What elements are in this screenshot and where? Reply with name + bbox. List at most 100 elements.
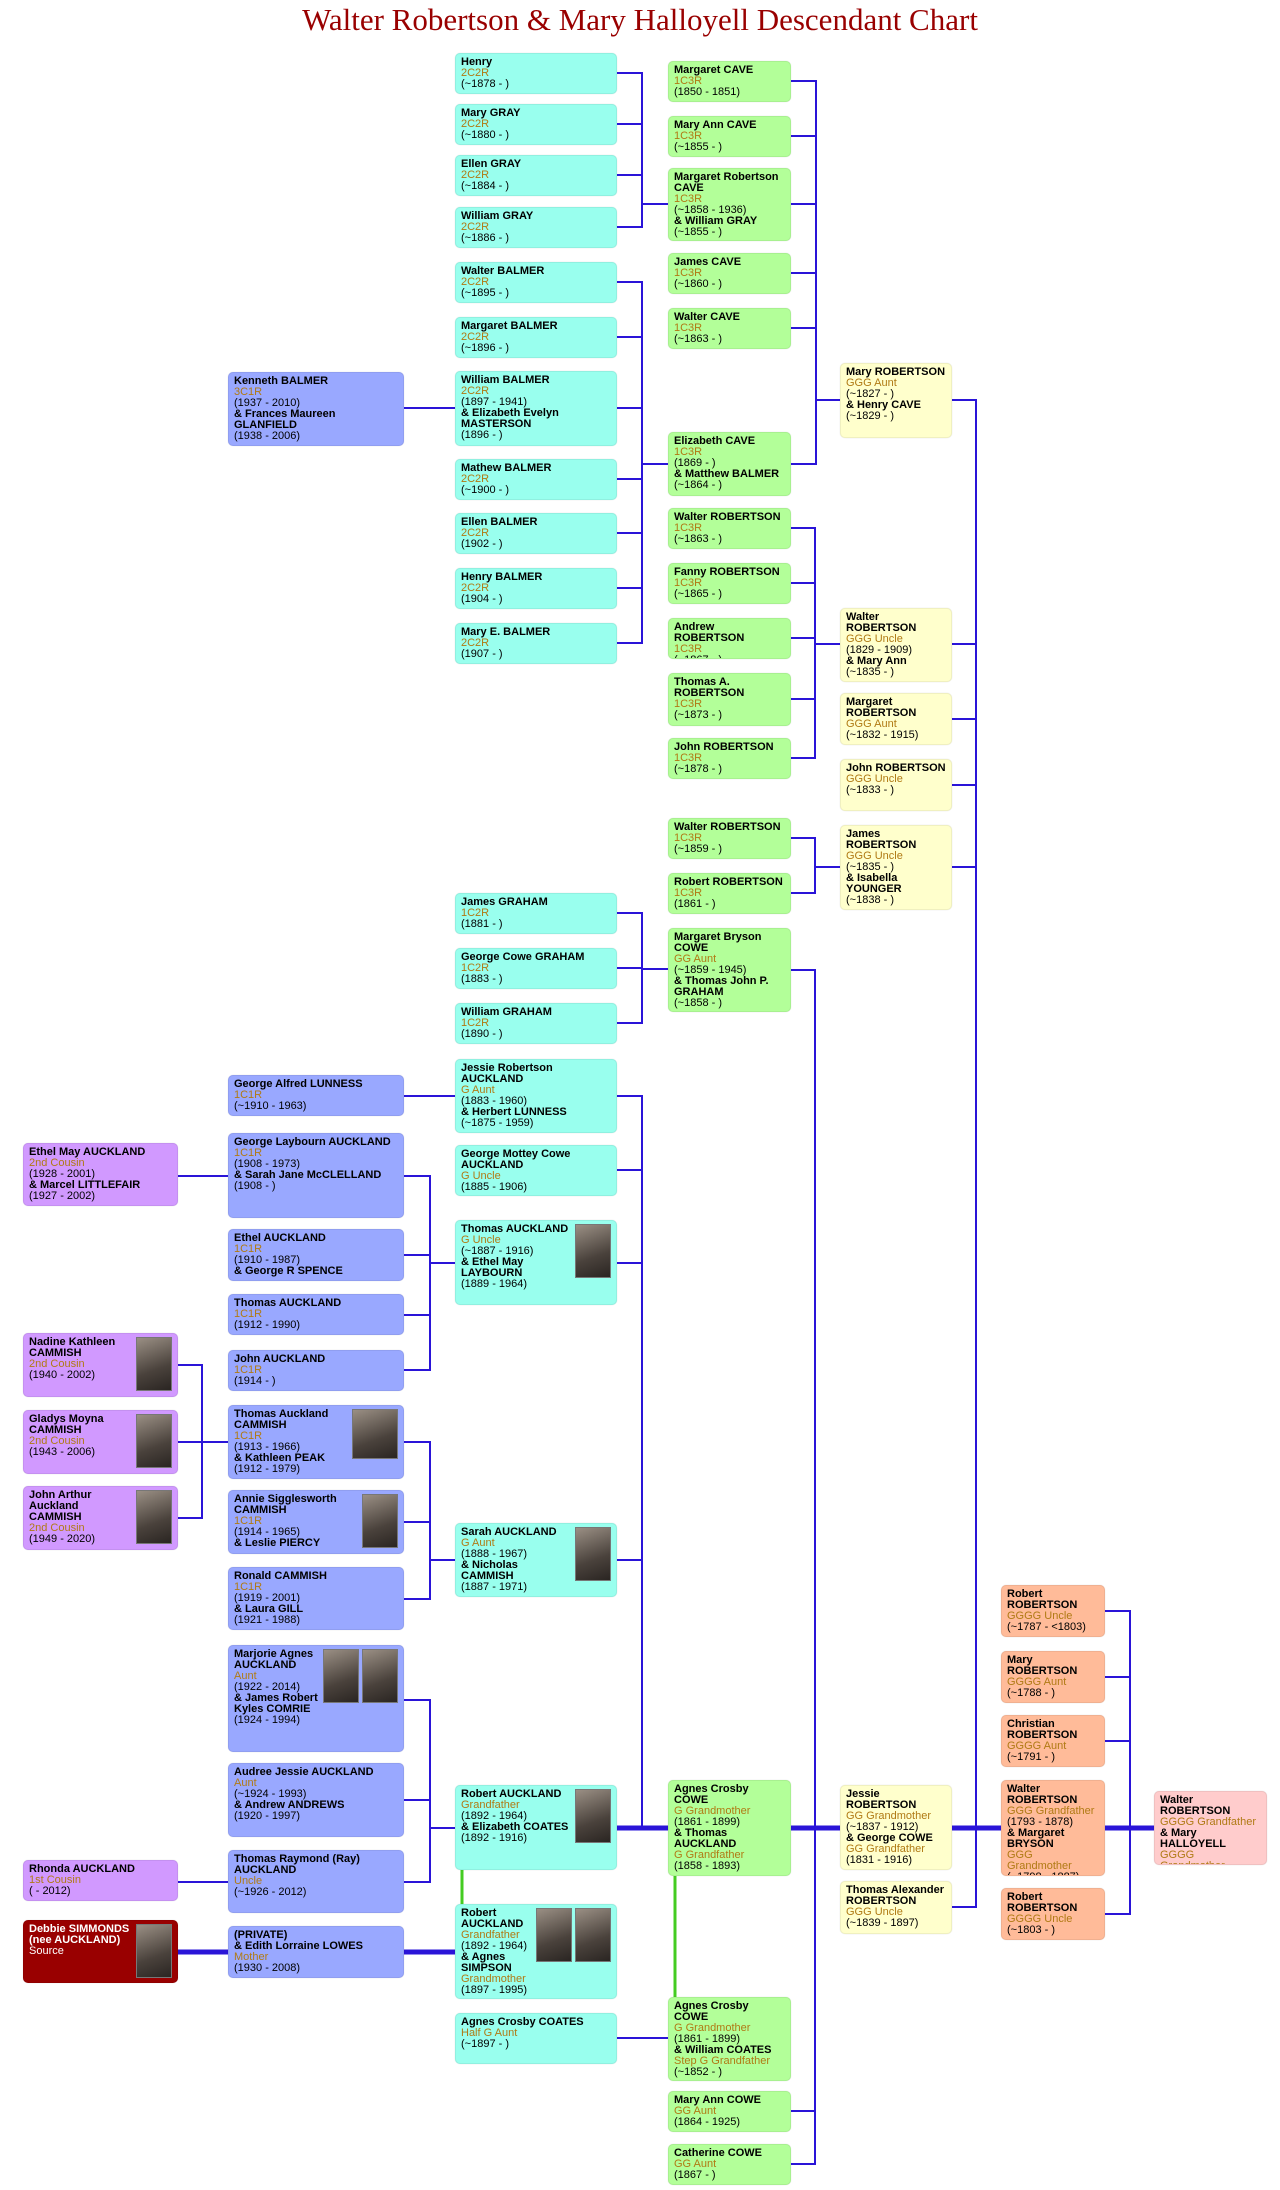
spouse-dates: (~1875 - 1959) — [461, 1117, 534, 1129]
person-name: George Laybourn AUCKLAND — [234, 1136, 391, 1148]
person-name: Catherine COWE — [674, 2147, 763, 2159]
spouse-dates: (1831 - 1916) — [846, 1854, 913, 1866]
spouse-name: & Isabella YOUNGER — [846, 872, 902, 895]
relationship-label: 1C3R — [674, 643, 703, 655]
relationship-label: 1C3R — [674, 887, 703, 899]
relationship-label: G Grandmother — [674, 1805, 751, 1817]
life-dates: (1914 - 1965) — [234, 1526, 301, 1538]
spouse-name: & Thomas AUCKLAND — [674, 1827, 737, 1850]
spouse-name: & Thomas John P. GRAHAM — [674, 975, 769, 998]
person-card[interactable]: Debbie SIMMONDS (nee AUCKLAND)Source — [23, 1920, 178, 1983]
person-name: Marjorie Agnes AUCKLAND — [234, 1648, 314, 1671]
life-dates: (~1886 - ) — [461, 232, 509, 244]
relationship-label: GGG Aunt — [846, 377, 897, 389]
relationship-label: GGGG Uncle — [1007, 1610, 1073, 1622]
life-dates: (1864 - 1925) — [674, 2116, 741, 2128]
spouse-name: & Elizabeth COATES — [461, 1821, 569, 1833]
relationship-label: 1C1R — [234, 1089, 263, 1101]
person-name: George Alfred LUNNESS — [234, 1078, 363, 1090]
person-name: John ROBERTSON — [674, 741, 774, 753]
person-photo — [575, 1224, 611, 1278]
spouse-relationship: Step G Grandfather — [674, 2055, 770, 2067]
spouse-name: & Marcel LITTLEFAIR — [29, 1179, 141, 1191]
spouse-relationship: GGG Grandmother — [1007, 1849, 1072, 1872]
life-dates: (~1878 - ) — [461, 78, 509, 90]
relationship-label: G Uncle — [461, 1170, 501, 1182]
life-dates: (~1859 - ) — [674, 843, 722, 855]
relationship-label: 1C3R — [674, 446, 703, 458]
chart-title: Walter Robertson & Mary Halloyell Descen… — [302, 2, 978, 37]
